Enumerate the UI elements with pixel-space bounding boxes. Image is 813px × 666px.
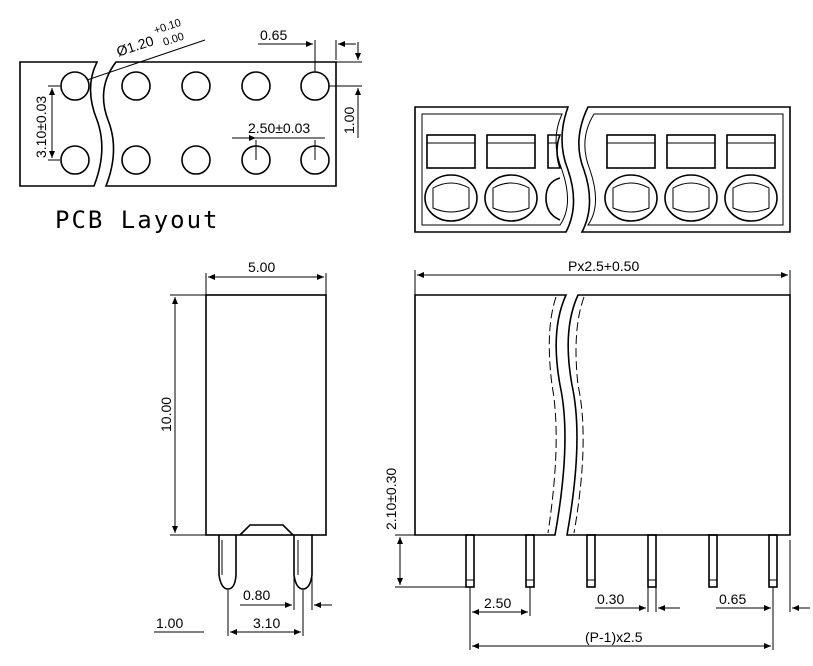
side-view: 5.00 10.00 0.80 3.10 1.00 [154,259,332,636]
dim-front-edge: 0.65 [719,591,746,607]
dim-side-width: 5.00 [248,259,275,275]
pcb-layout: Ø1.20 +0.10 0.00 3.10±0.03 2.50±0.03 0.6… [19,17,362,234]
dim-edge-vertical: 1.00 [341,107,357,134]
top-view [414,106,791,233]
front-pins [465,534,778,588]
dim-pin-spacing: 3.10 [253,615,280,631]
dim-hole-pitch: 2.50±0.03 [248,120,310,136]
dim-front-pitch: 2.50 [484,595,511,611]
pcb-hole [121,71,151,101]
hole-dia-leader [86,39,206,81]
pcb-hole [241,71,271,101]
front-body-left [414,294,568,536]
front-view: Px2.5+0.50 2.10±0.30 2.50 0.30 0.65 (P-1… [383,258,810,650]
dim-row-spacing: 3.10±0.03 [33,96,49,158]
pcb-hole [60,145,90,175]
terminal-slots [424,134,778,222]
pcb-hole [60,71,90,101]
pcb-hole [300,71,330,101]
pcb-layout-title: PCB Layout [55,206,220,234]
side-body [205,294,327,536]
front-body-right [566,294,791,536]
hole-dia-label: Ø1.20 [114,32,155,59]
dim-pin-width: 0.80 [243,587,270,603]
pcb-hole [181,145,211,175]
dim-pin-length: 1.00 [156,615,183,631]
dim-pin-height: 2.10±0.30 [383,468,399,530]
pcb-hole [121,145,151,175]
dim-pin-span: (P-1)x2.5 [585,629,643,645]
pcb-board-left [19,61,103,187]
dim-total-length: Px2.5+0.50 [568,258,639,274]
dim-pin-thickness: 0.30 [597,591,624,607]
pcb-hole [181,71,211,101]
dim-side-height: 10.00 [158,397,174,432]
dim-edge-offset: 0.65 [260,27,287,43]
pcb-board-right [102,61,337,187]
